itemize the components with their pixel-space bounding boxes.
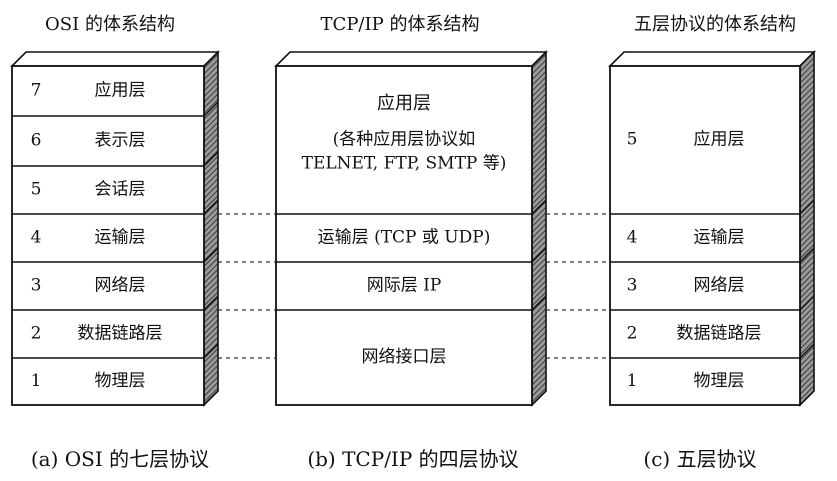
five-layer-name: 应用层 bbox=[694, 130, 745, 150]
osi-layer-number: 1 bbox=[31, 371, 42, 391]
five-title: 五层协议的体系结构 bbox=[634, 14, 796, 35]
osi-layer-5-side-edge bbox=[203, 295, 219, 311]
tcpip-caption: (b) TCP/IP 的四层协议 bbox=[307, 447, 519, 471]
osi-layer-name: 运输层 bbox=[95, 228, 146, 248]
osi-layer-number: 5 bbox=[31, 180, 42, 200]
tcpip-layer-3-side-edge bbox=[531, 295, 547, 311]
tcpip-app-layer-label: 应用层 bbox=[377, 93, 431, 114]
osi-layer-6-side-edge bbox=[203, 343, 219, 359]
osi-layer-4-side-edge bbox=[203, 247, 219, 263]
osi-layer-name: 表示层 bbox=[95, 131, 146, 151]
five-layer-4-side-edge bbox=[799, 343, 815, 359]
five-stack-side-face bbox=[799, 50, 815, 407]
osi-layer-1-side-edge bbox=[203, 101, 219, 117]
osi-layer-number: 4 bbox=[31, 228, 42, 248]
tcpip-layer-name: 网际层 IP bbox=[367, 276, 442, 296]
five-layer-number: 4 bbox=[627, 228, 638, 248]
tcpip-stack-top-face bbox=[274, 51, 548, 67]
five-layer-name: 网络层 bbox=[694, 276, 745, 296]
osi-title: OSI 的体系结构 bbox=[45, 14, 175, 35]
osi-layer-name: 应用层 bbox=[95, 81, 146, 101]
five-caption: (c) 五层协议 bbox=[643, 447, 757, 471]
five-layer-2-side-edge bbox=[799, 247, 815, 263]
tcpip-stack-front-face bbox=[275, 65, 533, 406]
five-layer-3-side-edge bbox=[799, 295, 815, 311]
osi-layer-name: 数据链路层 bbox=[78, 324, 163, 344]
osi-layer-number: 2 bbox=[31, 324, 42, 344]
osi-layer-number: 7 bbox=[31, 81, 42, 101]
five-layer-1-side-edge bbox=[799, 199, 815, 215]
osi-layer-number: 3 bbox=[31, 276, 42, 296]
five-layer-number: 3 bbox=[627, 276, 638, 296]
tcpip-app-layer-note: TELNET, FTP, SMTP 等) bbox=[302, 154, 507, 174]
tcpip-layer-name: 运输层 (TCP 或 UDP) bbox=[318, 228, 491, 248]
five-layer-number: 1 bbox=[627, 371, 638, 391]
osi-layer-3-side-edge bbox=[203, 199, 219, 215]
osi-layer-name: 物理层 bbox=[95, 371, 146, 391]
tcpip-title: TCP/IP 的体系结构 bbox=[320, 14, 480, 35]
five-stack-front-face bbox=[609, 65, 801, 406]
tcpip-app-layer-note: (各种应用层协议如 bbox=[333, 130, 476, 150]
osi-layer-2-side-edge bbox=[203, 151, 219, 167]
five-layer-number: 5 bbox=[627, 130, 638, 150]
five-layer-name: 数据链路层 bbox=[677, 324, 762, 344]
five-layer-name: 运输层 bbox=[694, 228, 745, 248]
tcpip-stack-side-face bbox=[531, 50, 547, 407]
osi-stack-top-face bbox=[10, 51, 220, 67]
tcpip-layer-name: 网络接口层 bbox=[362, 347, 447, 367]
osi-caption: (a) OSI 的七层协议 bbox=[30, 447, 210, 471]
osi-layer-name: 会话层 bbox=[95, 180, 146, 200]
osi-layer-name: 网络层 bbox=[95, 276, 146, 296]
osi-stack-front-face bbox=[11, 65, 205, 406]
tcpip-layer-2-side-edge bbox=[531, 247, 547, 263]
five-stack-top-face bbox=[608, 51, 816, 67]
osi-layer-number: 6 bbox=[31, 131, 42, 151]
five-layer-number: 2 bbox=[627, 324, 638, 344]
tcpip-layer-1-side-edge bbox=[531, 199, 547, 215]
five-layer-name: 物理层 bbox=[694, 371, 745, 391]
